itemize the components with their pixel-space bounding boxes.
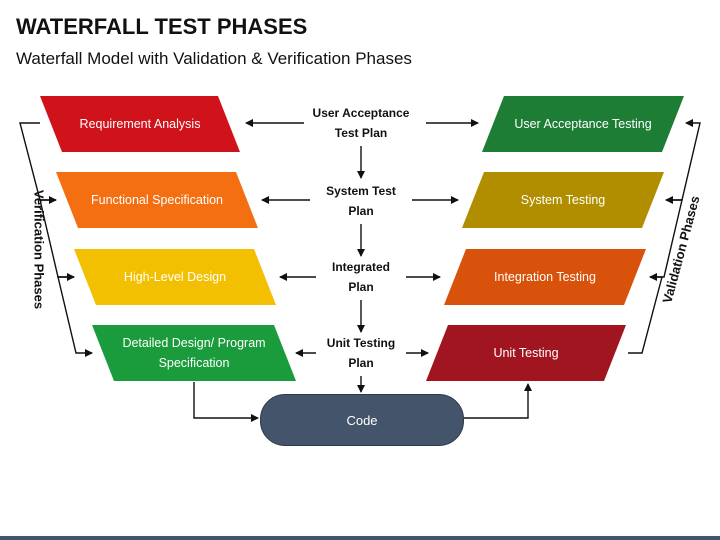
footer-bar	[0, 536, 720, 540]
integration-testing-box: Integration Testing	[444, 249, 646, 305]
verification-phases-label: Verification Phases	[31, 189, 47, 310]
plan-integrated-line1: Integrated	[331, 260, 390, 274]
high-level-design-label: High-Level Design	[123, 270, 227, 284]
system-testing-label: System Testing	[520, 193, 606, 207]
plan-system-test-line2: Plan	[348, 204, 374, 218]
arrow-valid-1	[628, 273, 663, 354]
plan-unit-testing: Unit Testing Plan	[296, 333, 426, 373]
requirement-analysis-box: Requirement Analysis	[40, 96, 240, 152]
detailed-design-box: Detailed Design/ Program Specification	[92, 325, 296, 381]
functional-specification-label: Functional Specification	[90, 193, 224, 207]
plan-system-test: System Test Plan	[296, 181, 426, 221]
page-title: WATERFALL TEST PHASES	[16, 14, 308, 39]
user-acceptance-testing-label: User Acceptance Testing	[514, 117, 652, 131]
plan-system-test-line1: System Test	[326, 184, 396, 198]
arrow-verif-3	[57, 276, 93, 357]
page-subtitle: Waterfall Model with Validation & Verifi…	[16, 49, 412, 68]
unit-testing-label: Unit Testing	[493, 346, 559, 360]
detailed-design-label: Detailed Design/ Program Specification	[122, 336, 266, 370]
arrow-valid-3	[666, 119, 701, 201]
plan-user-acceptance-line2: Test Plan	[334, 126, 388, 140]
plan-user-acceptance-line1: User Acceptance	[312, 106, 410, 120]
code-box: Code	[260, 394, 464, 446]
system-testing-box: System Testing	[462, 172, 664, 228]
plan-unit-testing-line1: Unit Testing	[326, 336, 396, 350]
high-level-design-box: High-Level Design	[74, 249, 276, 305]
arrow-code-to-unit-testing	[463, 383, 532, 419]
code-label: Code	[346, 412, 378, 428]
plan-unit-testing-line2: Plan	[348, 356, 374, 370]
arrow-design-to-code	[193, 382, 259, 422]
user-acceptance-testing-box: User Acceptance Testing	[482, 96, 684, 152]
unit-testing-box: Unit Testing	[426, 325, 626, 381]
functional-specification-box: Functional Specification	[56, 172, 258, 228]
requirement-analysis-label: Requirement Analysis	[79, 117, 201, 131]
plan-integrated: Integrated Plan	[296, 257, 426, 297]
plan-integrated-line2: Plan	[348, 280, 374, 294]
plan-user-acceptance: User Acceptance Test Plan	[296, 103, 426, 143]
integration-testing-label: Integration Testing	[494, 270, 596, 284]
